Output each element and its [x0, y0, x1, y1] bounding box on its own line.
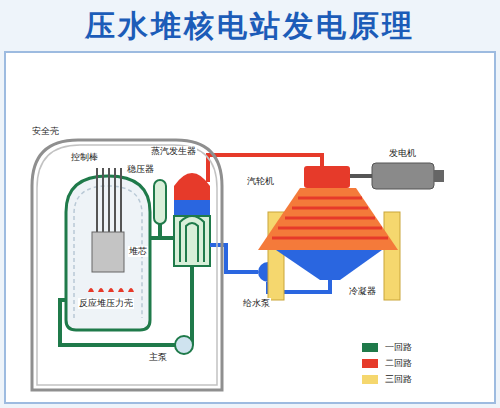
containment-label: 安全壳	[32, 126, 59, 137]
legend-label: 一回路	[384, 342, 413, 353]
legend-swatch	[362, 343, 378, 352]
sg-body	[174, 216, 210, 266]
primary-loop	[60, 222, 192, 345]
part-label: 冷凝器	[348, 286, 377, 297]
pressurizer	[154, 180, 166, 224]
part-label: 蒸汽发生器	[150, 146, 197, 157]
part-label: 主泵	[148, 352, 168, 363]
legend-label: 二回路	[384, 358, 413, 369]
part-label: 汽轮机	[246, 176, 275, 187]
sg-water	[174, 200, 210, 216]
part-label: 发电机	[388, 148, 417, 159]
turbine-housing	[304, 166, 350, 188]
turbine-body	[258, 188, 398, 250]
sg-steam-dome	[174, 173, 210, 200]
heat-marks	[88, 288, 134, 292]
part-label: 控制棒	[70, 152, 99, 163]
condenser-basin	[276, 250, 382, 280]
legend-label: 三回路	[384, 374, 413, 385]
title: 压水堆核电站发电原理	[0, 6, 500, 46]
part-label: 反应堆压力壳	[78, 298, 134, 309]
sg-u-tubes	[180, 216, 204, 262]
legend-swatch	[362, 359, 378, 368]
control-rods	[97, 168, 121, 240]
reactor-core	[92, 232, 124, 272]
part-label: 堆芯	[128, 246, 148, 257]
part-label: 稳压器	[126, 164, 155, 175]
frame	[5, 52, 495, 403]
shaft	[350, 174, 372, 178]
turbine-stripes	[272, 198, 388, 238]
legend-swatch	[362, 375, 378, 384]
generator-end	[434, 170, 444, 182]
main-pump	[175, 336, 193, 354]
part-label: 给水泵	[242, 298, 271, 309]
generator	[372, 163, 434, 189]
